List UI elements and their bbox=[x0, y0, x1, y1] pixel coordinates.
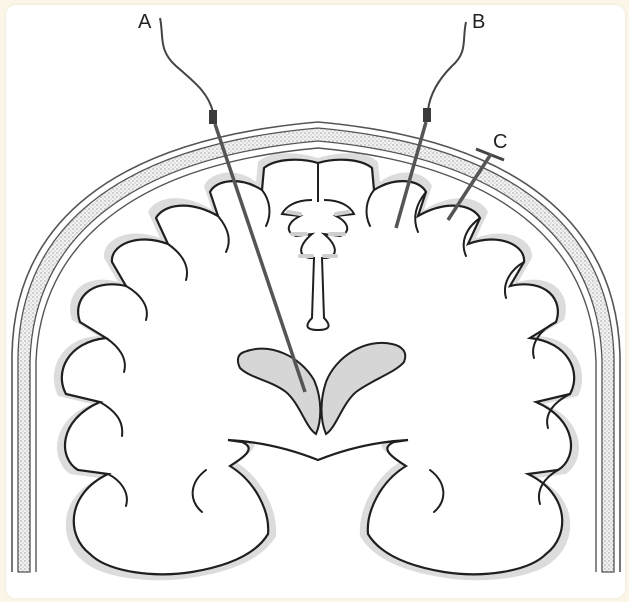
brain bbox=[54, 153, 582, 580]
probe-b-cable bbox=[428, 22, 466, 110]
label-a: A bbox=[138, 11, 152, 33]
label-b: B bbox=[472, 11, 485, 33]
probe-a-cable bbox=[160, 18, 213, 112]
probe-a-collar bbox=[209, 110, 217, 124]
probe-b bbox=[396, 22, 466, 228]
label-c: C bbox=[493, 131, 507, 153]
probe-b-collar bbox=[423, 108, 431, 122]
